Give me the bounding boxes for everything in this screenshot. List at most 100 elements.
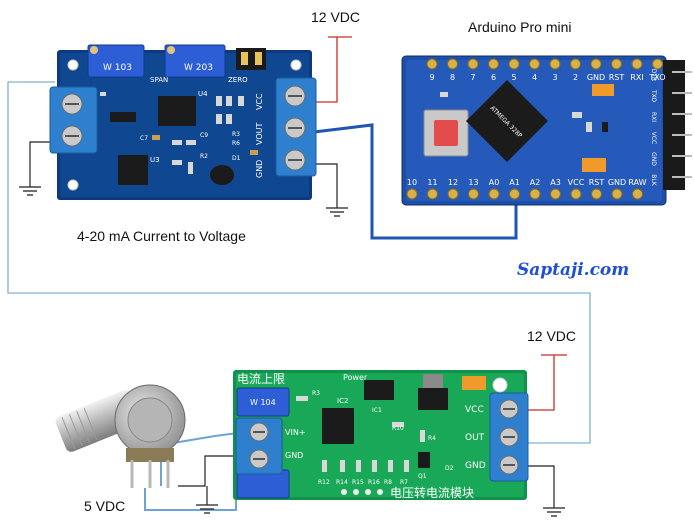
arduino-top-pin-label: RXI [630, 73, 643, 82]
bottom-12vdc-wire [528, 355, 555, 411]
silk-r4: R4 [428, 435, 436, 442]
svg-text:W 103: W 103 [103, 63, 132, 73]
top-left-gnd-wire [29, 141, 55, 187]
pin-gnd-label: GND [255, 160, 264, 178]
arduino-bottom-pin-hole [570, 188, 582, 200]
silk-q1: Q1 [418, 473, 427, 480]
silk-c9: C9 [200, 132, 208, 139]
arduino-bottom-pin-hole [611, 188, 623, 200]
arduino-top-pin-label: 7 [470, 73, 475, 82]
arduino-top-pin-hole [549, 58, 561, 70]
arduino-bottom-pin-hole [427, 188, 438, 200]
silk-r7: R7 [400, 479, 408, 486]
arduino-bottom-pin-hole [468, 188, 479, 200]
ic-u4 [158, 96, 196, 126]
arduino-bottom-pin-hole [591, 188, 602, 200]
vin-terminal-block [235, 417, 283, 475]
potentiometer [55, 384, 186, 488]
pin-vout-label: VOUT [255, 123, 264, 145]
svg-text:W 203: W 203 [184, 63, 213, 73]
bottom-gnd-wire [528, 465, 555, 508]
silk-r10: R10 [392, 425, 404, 432]
power-label: Power [343, 373, 368, 382]
pin-vcc-label: VCC [255, 93, 264, 110]
vout-to-a1-wire [313, 123, 518, 240]
arduino-bottom-pin-label: 11 [427, 178, 437, 187]
wires [7, 36, 591, 517]
pin-gnd-left-label: GND [285, 451, 303, 460]
arduino-bottom-pin-hole [550, 188, 561, 200]
ground-symbol-top-right [326, 207, 348, 217]
silk-ic1: IC1 [372, 407, 382, 414]
arduino-top-pin-hole [529, 58, 540, 70]
board-title-cn: 电流上限 [237, 372, 285, 386]
chip-ic1 [364, 380, 394, 400]
arduino-top-pin-label: 6 [491, 73, 496, 82]
orange-cap-bottom [582, 158, 606, 172]
pin-gnd-right-label: GND [465, 461, 486, 471]
arduino-top-pin-hole [590, 58, 602, 70]
pin-vcc-right-label: VCC [465, 405, 484, 415]
silk-u3: U3 [150, 156, 160, 164]
zero-trimmer [164, 44, 226, 78]
arduino-top-pin-hole [447, 58, 458, 70]
arduino-side-pin-label: GND [650, 152, 657, 166]
arduino-bottom-pin-hole [447, 188, 459, 200]
arduino-bottom-pin-hole [529, 188, 541, 200]
arduino-top-pin-hole [488, 58, 499, 70]
silk-ic2: IC2 [337, 397, 348, 405]
regulator [418, 388, 448, 410]
transistor [210, 165, 234, 185]
loop-wire [7, 81, 591, 444]
arduino-bottom-pin-label: 13 [468, 178, 478, 187]
ic2-chip [322, 408, 354, 444]
arduino-side-pin-label: DTR [650, 69, 657, 81]
pot-gnd-wire [178, 455, 245, 487]
ic-u3 [118, 155, 148, 185]
arduino-bottom-pin-label: GND [608, 178, 626, 187]
arduino-top-pin-hole [467, 58, 479, 70]
arduino-top-pin-hole [508, 58, 520, 70]
arduino-top-pin-label: TXO [648, 73, 665, 82]
arduino-top-pin-hole [631, 58, 643, 70]
silk-c7: C7 [140, 135, 148, 142]
orange-cap-top [592, 84, 614, 96]
silk-r2: R2 [200, 153, 208, 160]
arduino-top-pin-hole [652, 58, 663, 70]
pin-vin-label: VIN+ [285, 428, 306, 437]
pot-wiper-wire [160, 431, 246, 486]
board-footer-cn: 电压转电流模块 [390, 485, 474, 500]
svg-text:W 104: W 104 [250, 398, 276, 407]
arduino-top-pin-hole [611, 58, 622, 70]
silk-r12: R12 [318, 479, 330, 486]
silk-r3: R3 [232, 131, 240, 138]
arduino-side-pin-label: BLK [650, 174, 657, 186]
silk-r14: R14 [336, 479, 348, 486]
arduino-bottom-pin-label: 10 [407, 178, 417, 187]
arduino-bottom-pin-hole [509, 188, 520, 200]
arduino-bottom-pin-label: A0 [489, 178, 500, 187]
silk-r15: R15 [352, 479, 364, 486]
current-to-voltage-board: W 103 W 203 SPAN ZERO VCC VOUT GND U4 U3 [49, 44, 317, 200]
top-12vdc-wire [314, 37, 338, 103]
arduino-bottom-pin-hole [406, 188, 418, 200]
silk-u4: U4 [198, 90, 208, 98]
arduino-side-pin-label: RXI [650, 112, 657, 122]
arduino-bottom-pin-label: VCC [568, 178, 585, 187]
top-gnd-wire [315, 163, 338, 208]
side-header [663, 60, 685, 190]
arduino-top-pin-label: GND [587, 73, 605, 82]
arduino-bottom-pin-label: RST [589, 178, 605, 187]
arduino-top-pin-hole [570, 58, 581, 70]
label-arduino-title: Arduino Pro mini [468, 19, 572, 35]
arduino-top-pin-label: RST [609, 73, 625, 82]
arduino-top-pin-label: 9 [429, 73, 434, 82]
watermark: Saptaji.com [517, 260, 629, 280]
arduino-bottom-pin-hole [488, 188, 500, 200]
silk-r16: R16 [368, 479, 380, 486]
label-bottom-12vdc: 12 VDC [527, 328, 576, 344]
